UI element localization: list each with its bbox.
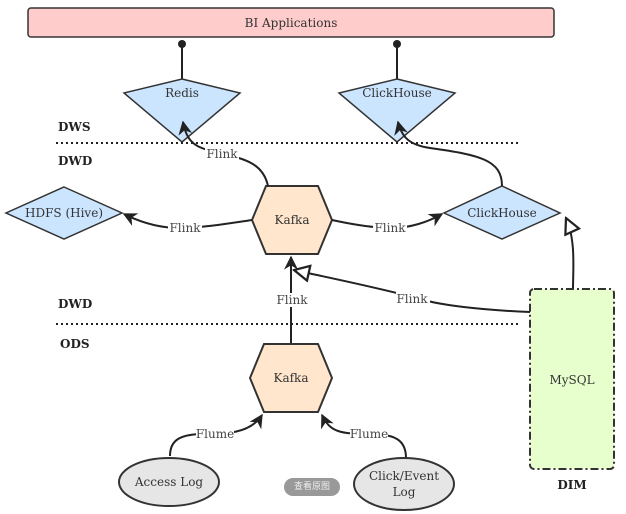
ods-to-dwd-label: Flink [276,293,308,307]
layer-label-dws: DWS [58,120,91,134]
bi-applications-label: BI Applications [245,16,338,30]
mysql-to-clickhouse-edge [566,218,573,290]
layer-label-dwd-top: DWD [58,154,92,168]
layer-label-dim: DIM [557,478,586,492]
mysql-label: MySQL [549,373,594,387]
mysql-node [529,288,615,470]
bi-applications-box [27,7,555,38]
kafka-to-hdfs-label: Flink [169,221,201,235]
click-event-log-label-line1: Click/Event [369,469,439,483]
access-log-node [118,457,220,507]
kafka-dwd-label: Kafka [275,213,310,227]
click-event-log-label-line2: Log [393,485,416,499]
clickhouse-dws-label: ClickHouse [362,86,432,100]
clickhouse-dwd-to-dws-edge [394,120,503,187]
clickhouse-dwd-label: ClickHouse [467,206,537,220]
hdfs-node [4,186,124,240]
kafka-ods-label: Kafka [274,371,309,385]
kafka-to-redis-label: Flink [206,147,238,161]
hdfs-label: HDFS (Hive) [25,206,103,220]
view-original-button[interactable]: 查看原图 [284,478,340,496]
click-to-kafka-label: Flume [350,427,388,441]
layer-label-dwd-bottom: DWD [58,297,92,311]
kafka-ods-node [248,343,334,413]
redis-bi-connector-dot [178,40,186,48]
access-to-kafka-label: Flume [196,427,234,441]
mysql-to-kafka-label: Flink [396,292,428,306]
click-event-log-node [353,457,455,511]
access-log-label: Access Log [134,475,204,489]
clickhouse-bi-connector-dot [393,40,401,48]
layer-label-ods: ODS [60,337,90,351]
kafka-to-clickhouse-label: Flink [374,221,406,235]
redis-label: Redis [165,86,199,100]
clickhouse-dwd-node [442,185,562,240]
